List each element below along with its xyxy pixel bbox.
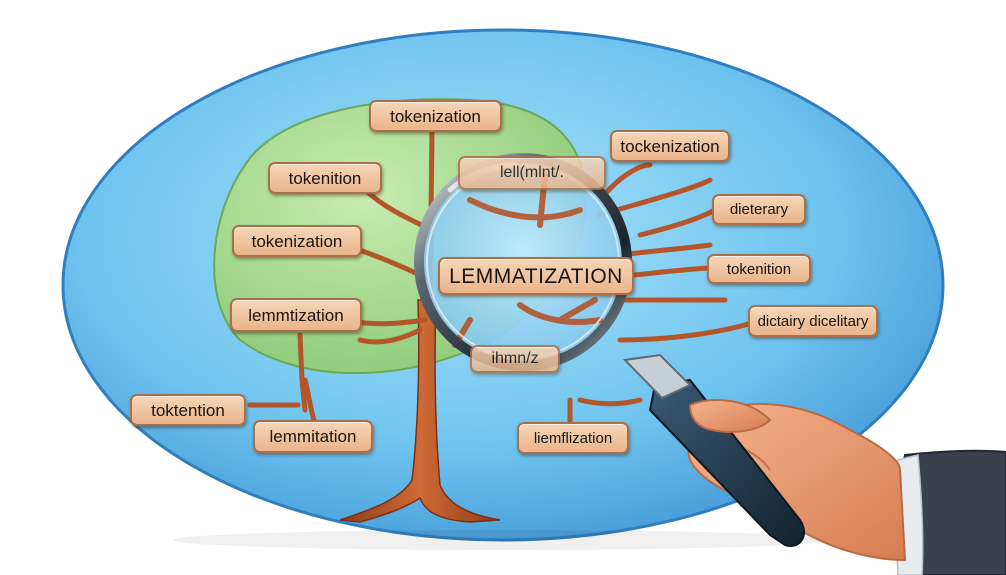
label-right-4: dictairy dicelitary xyxy=(748,305,878,337)
label-right-1: tockenization xyxy=(610,130,730,162)
label-top-center: tokenization xyxy=(369,100,502,132)
label-left-2: tokenization xyxy=(232,225,362,257)
label-left-5: lemmitation xyxy=(253,420,373,453)
thumb xyxy=(688,399,772,433)
label-left-3: lemmtization xyxy=(230,298,362,332)
label-lens-center: LEMMATIZATION xyxy=(438,257,634,295)
hand xyxy=(687,403,907,562)
label-lens-bottom: ihmn/z xyxy=(470,345,560,373)
label-lens-top: lell(mlnt/. xyxy=(458,156,606,190)
label-left-1: tokenition xyxy=(268,162,382,194)
label-right-3: tokenition xyxy=(707,254,811,284)
label-left-4: toktention xyxy=(130,394,246,426)
label-right-5: liemflization xyxy=(517,422,629,454)
magnifier-collar xyxy=(622,353,692,400)
label-right-2: dieterary xyxy=(712,194,806,225)
tree-trunk xyxy=(339,299,501,523)
oval-shadow xyxy=(173,530,833,550)
magnifier-handle xyxy=(648,378,805,547)
hand-icon xyxy=(687,403,1006,575)
